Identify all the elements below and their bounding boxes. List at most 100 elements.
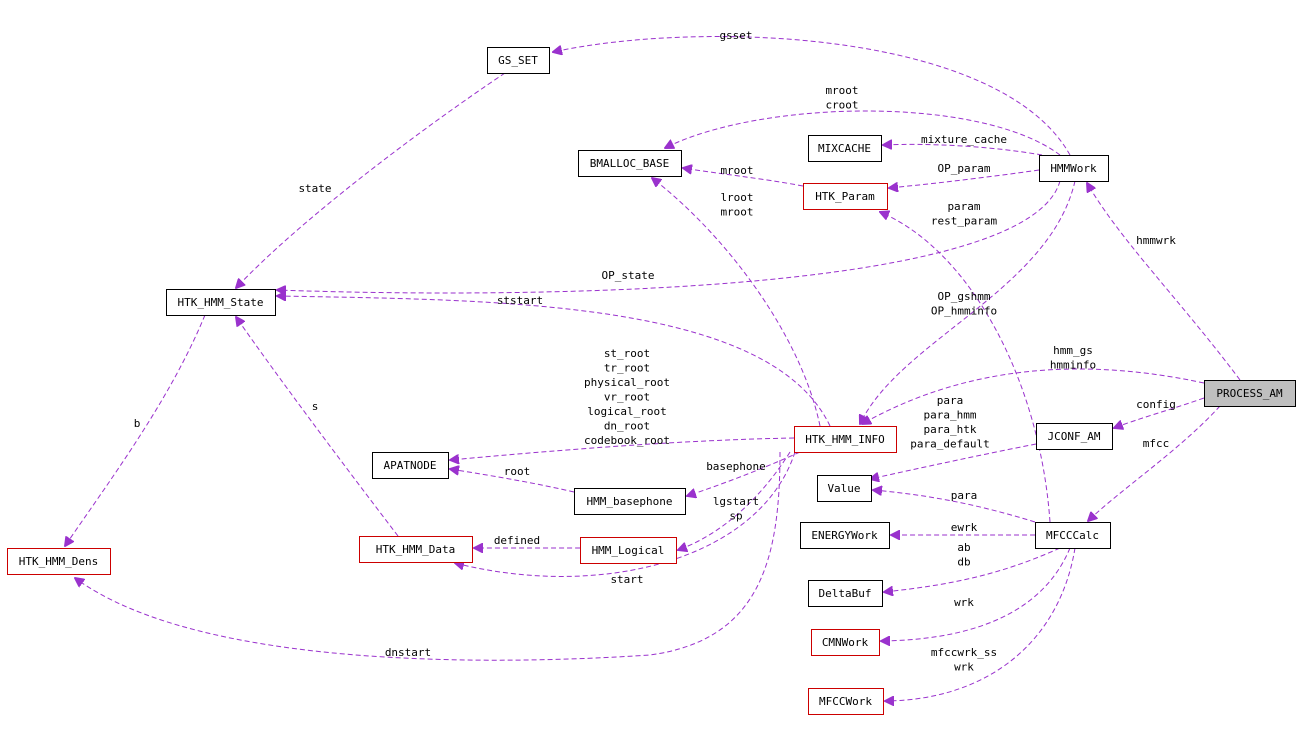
node-box[interactable] [1035, 522, 1111, 549]
node-box[interactable] [372, 452, 449, 479]
node-apatnode[interactable]: APATNODE [372, 452, 449, 479]
node-box[interactable] [800, 522, 890, 549]
node-value[interactable]: Value [817, 475, 872, 502]
edge-htk-hmm-info-to-htk-hmm-state [277, 296, 831, 427]
edge-label-htk-hmm-info-to-htk-hmm-dens: dnstart [385, 646, 431, 659]
edge-label-line: state [298, 182, 331, 195]
edge-label-process-am-to-mfcccalc: mfcc [1143, 437, 1170, 450]
node-box[interactable] [578, 150, 682, 177]
node-mfccwork[interactable]: MFCCWork [808, 688, 884, 715]
edge-label-line: wrk [954, 596, 974, 609]
node-box[interactable] [1039, 155, 1109, 182]
node-label: ENERGYWork [811, 529, 878, 542]
edge-label-line: OP_state [602, 269, 655, 282]
node-box[interactable] [803, 183, 888, 210]
node-deltabuf[interactable]: DeltaBuf [808, 580, 883, 607]
node-box[interactable] [487, 47, 550, 74]
edge-label-line: OP_gshmm [938, 290, 991, 303]
node-box[interactable] [574, 488, 686, 515]
node-cmnwork[interactable]: CMNWork [811, 629, 880, 656]
node-jconf-am[interactable]: JCONF_AM [1036, 423, 1113, 450]
node-label: HTK_HMM_Data [376, 543, 455, 556]
node-gs-set[interactable]: GS_SET [487, 47, 550, 74]
node-box[interactable] [817, 475, 872, 502]
edge-label-line: mroot [720, 206, 753, 219]
edge-htk-hmm-state-to-htk-hmm-dens [65, 314, 206, 546]
edge-label-line: mroot [720, 164, 753, 177]
edge-label-line: defined [494, 534, 540, 547]
edge-label-line: st_root [604, 347, 650, 360]
edge-htk-hmm-info-to-apatnode [450, 437, 795, 460]
node-box[interactable] [811, 629, 880, 656]
node-box[interactable] [808, 135, 882, 162]
node-box[interactable] [580, 537, 677, 564]
node-box[interactable] [1204, 380, 1296, 407]
edge-label-line: para_default [910, 438, 989, 451]
edge-label-hmm-basephone-to-apatnode: root [504, 465, 531, 478]
edge-htk-hmm-info-to-htk-hmm-dens [75, 451, 781, 661]
edge-label-line: vr_root [604, 391, 650, 404]
node-label: BMALLOC_BASE [590, 157, 669, 170]
edge-mfcccalc-to-deltabuf [884, 547, 1061, 592]
edge-label-line: wrk [954, 661, 974, 674]
node-hmm-logical[interactable]: HMM_Logical [580, 537, 677, 564]
edge-htk-hmm-info-to-hmm-logical [678, 451, 791, 550]
edge-label-hmm-logical-to-htk-hmm-data: defined [494, 534, 540, 547]
edge-label-line: db [957, 556, 970, 569]
node-htk-hmm-data[interactable]: HTK_HMM_Data [359, 536, 473, 563]
edge-label-line: para_htk [924, 423, 977, 436]
edge-label-process-am-to-hmmwork: hmmwrk [1136, 234, 1176, 247]
edge-label-line: ststart [497, 294, 543, 307]
edge-label-line: start [610, 573, 643, 586]
edge-gs-set-to-htk-hmm-state [236, 72, 506, 288]
edge-label-line: s [312, 400, 319, 413]
edge-label-line: ab [957, 541, 970, 554]
edge-mfcccalc-to-cmnwork [881, 547, 1071, 641]
node-label: MIXCACHE [818, 142, 871, 155]
node-label: HTK_HMM_INFO [805, 433, 884, 446]
edge-label-hmmwork-to-mixcache: mixture_cache [921, 133, 1007, 146]
node-box[interactable] [1036, 423, 1113, 450]
edge-label-line: mixture_cache [921, 133, 1007, 146]
node-htk-hmm-dens[interactable]: HTK_HMM_Dens [7, 548, 111, 575]
edge-label-line: param [947, 200, 980, 213]
edge-label-line: lroot [720, 191, 753, 204]
node-box[interactable] [794, 426, 897, 453]
node-htk-hmm-info[interactable]: HTK_HMM_INFO [794, 426, 897, 453]
edge-label-line: lgstart [713, 495, 759, 508]
node-box[interactable] [7, 548, 111, 575]
node-mfcccalc[interactable]: MFCCCalc [1035, 522, 1111, 549]
edge-label-gs-set-to-htk-hmm-state: state [298, 182, 331, 195]
node-mixcache[interactable]: MIXCACHE [808, 135, 882, 162]
node-label: CMNWork [822, 636, 869, 649]
edge-hmmwork-to-gs-set [553, 36, 1071, 156]
edge-label-htk-hmm-info-to-htk-hmm-data: start [610, 573, 643, 586]
edge-label-hmmwork-to-gs-set: gsset [719, 29, 752, 42]
edge-label-line: OP_hmminfo [931, 305, 997, 318]
edge-label-htk-param-to-bmalloc: mroot [720, 164, 753, 177]
node-bmalloc-base[interactable]: BMALLOC_BASE [578, 150, 682, 177]
node-box[interactable] [166, 289, 276, 316]
node-htk-param[interactable]: HTK_Param [803, 183, 888, 210]
edge-mfcccalc-to-htk-param [880, 212, 1051, 523]
node-label: MFCCCalc [1046, 529, 1099, 542]
node-label: HMMWork [1050, 162, 1097, 175]
edge-htk-hmm-info-to-hmm-basephone [687, 451, 801, 496]
node-hmm-basephone[interactable]: HMM_basephone [574, 488, 686, 515]
edge-hmmwork-to-mixcache [883, 144, 1043, 156]
node-htk-hmm-state[interactable]: HTK_HMM_State [166, 289, 276, 316]
node-process-am[interactable]: PROCESS_AM [1204, 380, 1296, 407]
node-energywork[interactable]: ENERGYWork [800, 522, 890, 549]
node-box[interactable] [359, 536, 473, 563]
edge-label-line: OP_param [938, 162, 991, 175]
edge-label-line: para_hmm [924, 409, 977, 422]
node-label: HMM_Logical [592, 544, 665, 557]
node-hmmwork[interactable]: HMMWork [1039, 155, 1109, 182]
node-box[interactable] [808, 688, 884, 715]
node-box[interactable] [808, 580, 883, 607]
